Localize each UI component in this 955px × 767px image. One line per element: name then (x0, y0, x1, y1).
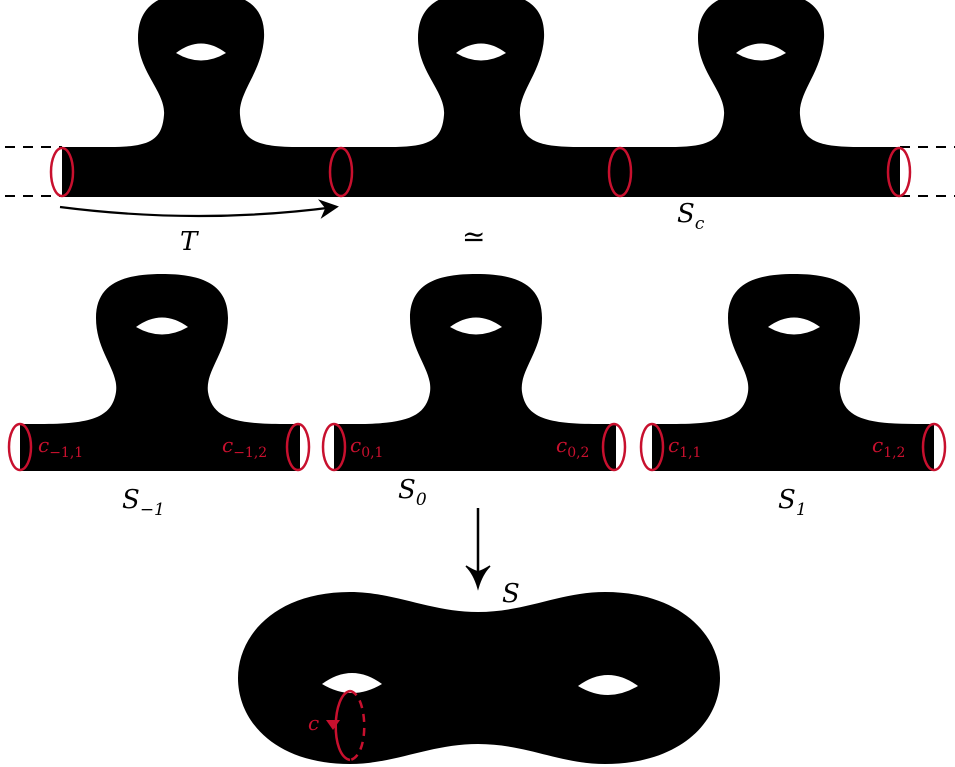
label-c-1-2: c1,2 (872, 433, 905, 461)
cover-curve-2 (328, 146, 354, 198)
label-c-1-1: c1,1 (668, 433, 701, 461)
piece-S-0 (321, 274, 627, 472)
label-c-0-2: c0,2 (556, 433, 589, 461)
curve-c-back (349, 689, 366, 762)
cyclic-cover-surface (5, 0, 955, 198)
curve-c-minus1-1 (7, 422, 33, 472)
cover-curve-3 (607, 146, 633, 198)
label-S: S (502, 579, 520, 609)
left-hole (322, 673, 382, 693)
label-c-0-1: c0,1 (350, 433, 383, 461)
label-Sc: Sc (677, 199, 705, 234)
cover-handle-1 (110, 0, 300, 147)
curve-c-1-1 (639, 422, 665, 472)
genus-two-surface (238, 592, 720, 764)
cover-curve-4 (886, 146, 912, 198)
curve-c-0-1 (321, 422, 347, 472)
cover-curve-1 (49, 146, 75, 198)
curve-c-1-2 (921, 422, 947, 472)
cover-handle-3 (670, 0, 860, 147)
cover-tube (62, 147, 900, 197)
piece-S-minus-1 (7, 274, 311, 472)
label-S-1: S1 (778, 485, 807, 520)
right-hole (578, 675, 638, 695)
down-arrow-icon (465, 508, 491, 591)
curve-orientation-arrow-icon (326, 720, 340, 730)
curve-c-0-2 (601, 422, 627, 472)
curve-c-minus1-2 (285, 422, 311, 472)
label-simeq: ≃ (462, 220, 485, 253)
label-c-minus1-1: c−1,1 (38, 433, 83, 461)
label-c: c (308, 711, 319, 735)
cover-handle-2 (390, 0, 580, 147)
piece-S-1 (639, 274, 947, 472)
label-S-0: S0 (398, 475, 427, 510)
label-S-minus-1: S−1 (122, 485, 165, 520)
curved-arrow-icon (59, 199, 339, 219)
label-c-minus1-2: c−1,2 (222, 433, 267, 461)
label-T: T (180, 227, 199, 257)
